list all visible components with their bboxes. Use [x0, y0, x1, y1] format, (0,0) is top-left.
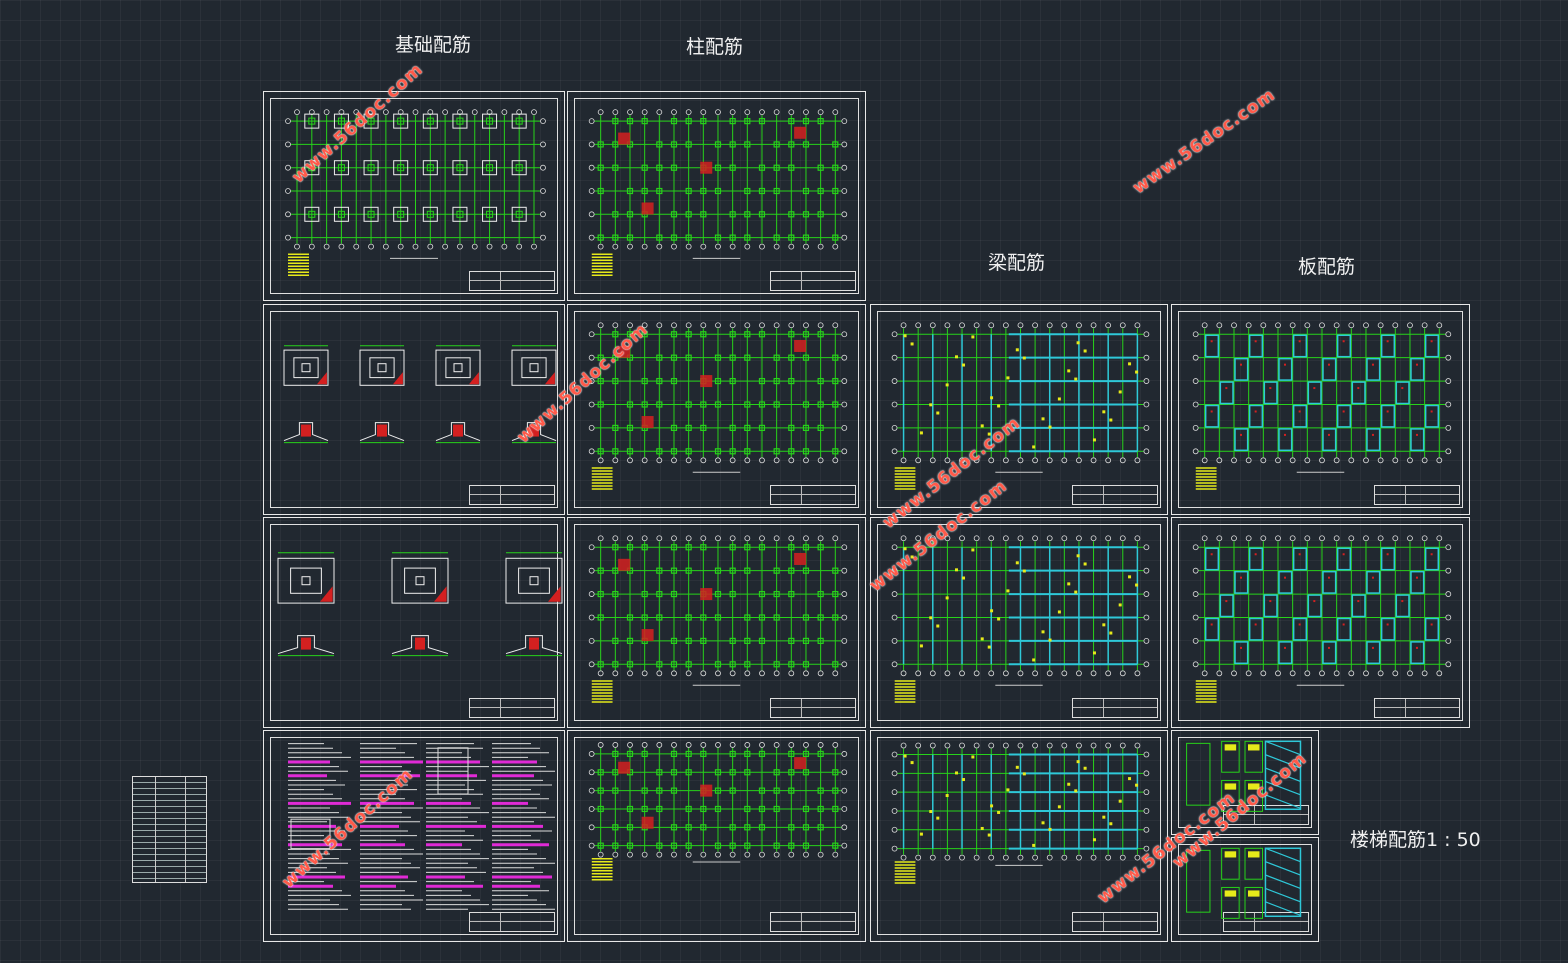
- sheet-column-plan-3[interactable]: [567, 517, 866, 728]
- title-block: [1072, 698, 1158, 718]
- title-block: [770, 485, 856, 505]
- sheet-drawing: [588, 109, 848, 276]
- sheet-drawing: [588, 322, 848, 490]
- sheet-inner-frame: [1178, 311, 1463, 508]
- slab-panels: [1204, 334, 1440, 452]
- grid-plan: [1192, 322, 1452, 464]
- title-block: [469, 912, 555, 932]
- label-foundation: 基础配筋: [395, 34, 472, 56]
- label-beam: 梁配筋: [988, 252, 1046, 274]
- title-block: [469, 271, 555, 291]
- sheet-drawing: [588, 742, 848, 881]
- sheet-inner-frame: [574, 98, 859, 294]
- stair-detail-group: [1186, 847, 1302, 919]
- sheet-drawing: [1192, 535, 1452, 703]
- title-block: [1374, 698, 1460, 718]
- label-stair-text: 楼梯配筋: [1350, 829, 1427, 851]
- grid-plan: [1192, 535, 1452, 677]
- label-slab: 板配筋: [1298, 256, 1356, 278]
- legend-table: [591, 253, 613, 276]
- slab-panels: [1204, 547, 1440, 665]
- title-block: [1072, 912, 1158, 932]
- column-marks: [597, 544, 839, 668]
- legend-table: [894, 680, 916, 703]
- label-stair-scale: 1 : 50: [1426, 829, 1481, 851]
- title-block: [770, 912, 856, 932]
- sheet-drawing: [891, 535, 1150, 703]
- sheet-drawing: [588, 535, 848, 703]
- grid-plan: [588, 322, 848, 464]
- title-block: [469, 698, 555, 718]
- sheet-slab-plan-1[interactable]: [1171, 304, 1470, 515]
- sheet-beam-plan-2[interactable]: [870, 517, 1168, 728]
- grid-plan: [588, 535, 848, 677]
- sheet-general-notes[interactable]: [263, 730, 565, 942]
- legend-table: [894, 861, 916, 884]
- sheet-inner-frame: [574, 311, 859, 508]
- sheet-inner-frame: [574, 737, 859, 935]
- sheet-inner-frame: [574, 524, 859, 721]
- legend-table: [591, 467, 613, 490]
- sheet-drawing: [288, 743, 555, 910]
- sheet-beam-plan-3[interactable]: [870, 730, 1168, 942]
- watermark-2: www.56doc.com: [1129, 84, 1280, 199]
- label-stair: 楼梯配筋1 : 50: [1350, 825, 1481, 852]
- legend-table: [894, 467, 916, 490]
- column-marks: [597, 750, 839, 849]
- legend-table: [1195, 467, 1217, 490]
- sheet-inner-frame: [270, 98, 558, 294]
- sheet-inner-frame: [1178, 524, 1463, 721]
- sheet-drawing: [1186, 847, 1302, 919]
- title-block: [1374, 485, 1460, 505]
- sheet-inner-frame: [270, 524, 558, 721]
- sheet-column-plan-1[interactable]: [567, 91, 866, 301]
- column-marks: [597, 331, 839, 455]
- sheet-drawing: [1192, 322, 1452, 490]
- title-block: [770, 698, 856, 718]
- sheet-inner-frame: [270, 737, 558, 935]
- sheet-drawing: [283, 345, 557, 444]
- legend-table: [591, 680, 613, 703]
- sheet-slab-plan-2[interactable]: [1171, 517, 1470, 728]
- title-block: [469, 485, 555, 505]
- sheet-footing-details-1[interactable]: [263, 304, 565, 515]
- grid-plan: [588, 742, 848, 858]
- sheet-inner-frame: [877, 737, 1161, 935]
- sheet-drawing: [1186, 740, 1302, 812]
- sheet-inner-frame: [877, 524, 1161, 721]
- label-column: 柱配筋: [686, 36, 744, 58]
- beam-lines: [902, 753, 1139, 850]
- grid-plan: [588, 109, 848, 250]
- notes-text-blocks: [288, 743, 555, 910]
- sheet-inner-frame: [270, 311, 558, 508]
- footing-detail-group: [277, 552, 563, 657]
- footing-detail-group: [283, 345, 557, 444]
- legend-table: [591, 858, 613, 881]
- sheet-drawing: [891, 742, 1150, 884]
- sheet-stair-detail-2[interactable]: [1171, 837, 1319, 942]
- drawing-index-table[interactable]: [132, 776, 207, 883]
- beam-lines: [902, 333, 1139, 453]
- grid-plan: [285, 109, 546, 250]
- sheet-column-plan-2[interactable]: [567, 304, 866, 515]
- legend-table: [288, 253, 309, 276]
- sheet-stair-detail-1[interactable]: [1171, 730, 1319, 835]
- column-marks: [597, 118, 839, 241]
- sheet-foundation-plan[interactable]: [263, 91, 565, 301]
- sheet-drawing: [285, 109, 546, 276]
- sheet-footing-details-2[interactable]: [263, 517, 565, 728]
- sheet-drawing: [891, 322, 1150, 490]
- stair-detail-group: [1186, 740, 1302, 812]
- sheet-inner-frame: [877, 311, 1161, 508]
- title-block: [1072, 485, 1158, 505]
- sheet-beam-plan-1[interactable]: [870, 304, 1168, 515]
- sheet-column-plan-4[interactable]: [567, 730, 866, 942]
- beam-lines: [902, 546, 1139, 666]
- footing-marks: [304, 113, 527, 222]
- sheet-drawing: [277, 552, 563, 657]
- title-block: [770, 271, 856, 291]
- legend-table: [1195, 680, 1217, 703]
